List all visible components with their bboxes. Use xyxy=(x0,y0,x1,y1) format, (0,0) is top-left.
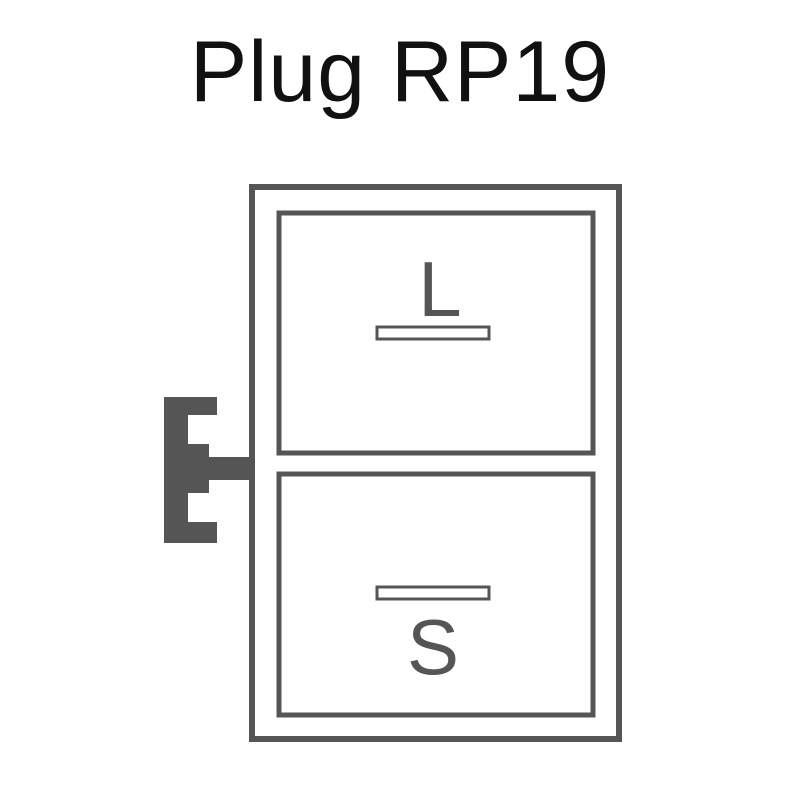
latch-tab xyxy=(164,397,252,543)
pin-label-s: S xyxy=(407,603,459,691)
terminal-blade-lower xyxy=(375,585,491,601)
diagram-title: Plug RP19 xyxy=(189,24,611,120)
cavity-lower-outline xyxy=(276,471,596,718)
terminal-blade-upper xyxy=(375,325,491,341)
pin-label-l: L xyxy=(418,245,461,333)
cavity-upper-outline xyxy=(276,210,596,456)
